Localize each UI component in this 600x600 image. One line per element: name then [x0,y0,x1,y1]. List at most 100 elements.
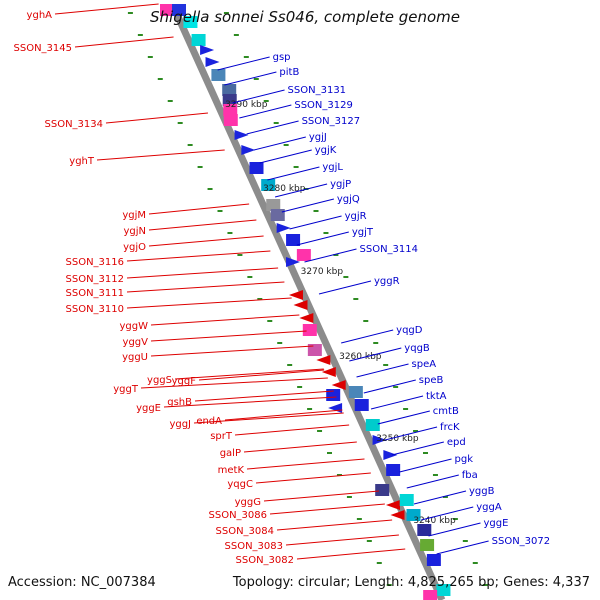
gene-block [223,104,238,116]
left-gene-label: metK [218,465,245,476]
dot-right [482,584,488,586]
gene-arrow [293,300,308,310]
kbp-tick-label: 3240 kbp [413,516,456,526]
gene-block [249,162,264,174]
dot-right [293,166,299,168]
left-label-connector [255,472,371,484]
right-label-connector [274,183,328,198]
dot-right [383,364,389,366]
left-gene-label: SSON_3111 [66,288,125,299]
dot-right [393,386,399,388]
right-label-connector [363,379,416,394]
right-gene-label: frcK [440,422,460,433]
accession-text: Accession: NC_007384 [8,575,156,590]
kbp-tick-label: 3280 kbp [263,184,306,194]
right-label-connector [406,474,459,489]
gene-arrow [276,223,291,233]
right-gene-label: ygjR [345,211,367,222]
dot-right [333,254,339,256]
left-gene-label: endA [196,416,222,427]
gene-block [302,324,317,336]
left-label-connector [150,330,307,342]
left-gene-label: galP [220,448,241,459]
dot-left [317,430,323,432]
right-gene-label: ygjP [330,179,351,190]
right-gene-label: yggE [483,518,508,529]
gene-arrow [286,257,301,267]
right-gene-label: speB [419,375,444,386]
left-label-connector [234,424,350,436]
left-gene-label: SSON_3112 [66,274,125,285]
dot-right [313,210,319,212]
right-label-connector [224,71,277,86]
right-gene-label: epd [447,437,466,448]
right-gene-label: ygjJ [309,132,327,143]
gene-arrow [200,45,215,55]
left-gene-label: sprT [210,431,233,442]
gene-block [307,344,322,356]
dot-left [346,496,352,498]
gene-block [222,84,237,96]
left-gene-label: SSON_3084 [216,526,275,537]
left-gene-label: yggJ [169,419,191,430]
gene-arrow [288,290,303,300]
left-label-connector [140,377,328,389]
left-label-connector [174,368,324,380]
dot-left [247,276,253,278]
dot-left [287,364,293,366]
right-label-connector [253,136,306,151]
left-gene-label: yggS [147,375,172,386]
dot-right [413,430,419,432]
left-label-connector [126,267,279,279]
right-label-connector [267,166,320,181]
left-gene-label: yqgC [227,479,253,490]
dot-left [127,12,133,14]
right-label-connector [436,540,489,555]
gene-block [420,539,435,551]
left-label-connector [224,409,343,421]
left-gene-label: yggE [136,403,161,414]
right-gene-label: speA [412,359,437,370]
dot-left [167,100,173,102]
left-gene-labels: yghASSON_3145SSON_3134yghTygjMygjNygjOSS… [14,3,406,566]
right-gene-label: SSON_3072 [492,536,551,547]
dot-left [187,144,193,146]
left-gene-label: yghA [27,10,53,21]
gene-block [223,114,238,126]
left-label-connector [126,250,271,262]
dot-left [227,232,233,234]
dot-left [386,584,392,586]
dot-right [223,12,229,14]
dot-right [423,452,429,454]
left-label-connector [148,235,264,247]
gene-block [375,484,390,496]
gene-arrow [321,367,336,377]
gene-arrow [390,510,405,520]
right-label-connector [413,490,467,505]
left-gene-label: SSON_3145 [14,43,73,54]
left-gene-label: yggF [172,376,197,387]
left-label-connector [96,149,225,161]
right-label-connector [318,280,372,295]
dot-left [147,56,153,58]
left-label-connector [198,369,325,381]
left-label-connector [276,519,393,531]
right-label-connector [281,198,335,213]
kbp-tick-label: 3260 kbp [339,352,382,362]
gene-block [266,199,281,211]
left-label-connector [243,441,357,453]
left-gene-label: gshB [167,397,192,408]
right-gene-label: SSON_3131 [288,85,347,96]
gene-block [423,590,438,600]
right-gene-label: tktA [426,391,447,402]
right-gene-label: SSON_3129 [294,100,353,111]
right-gene-label: yqgD [396,325,423,336]
gene-block [426,554,441,566]
left-gene-label: yggT [113,384,139,395]
right-gene-label: gsp [273,52,291,63]
gene-block [399,494,414,506]
right-gene-labels: gsppitBSSON_3131SSON_3129SSON_3127ygjJyg… [217,52,551,555]
gene-block [160,4,174,16]
right-label-connector [259,149,312,164]
dot-left [327,452,333,454]
